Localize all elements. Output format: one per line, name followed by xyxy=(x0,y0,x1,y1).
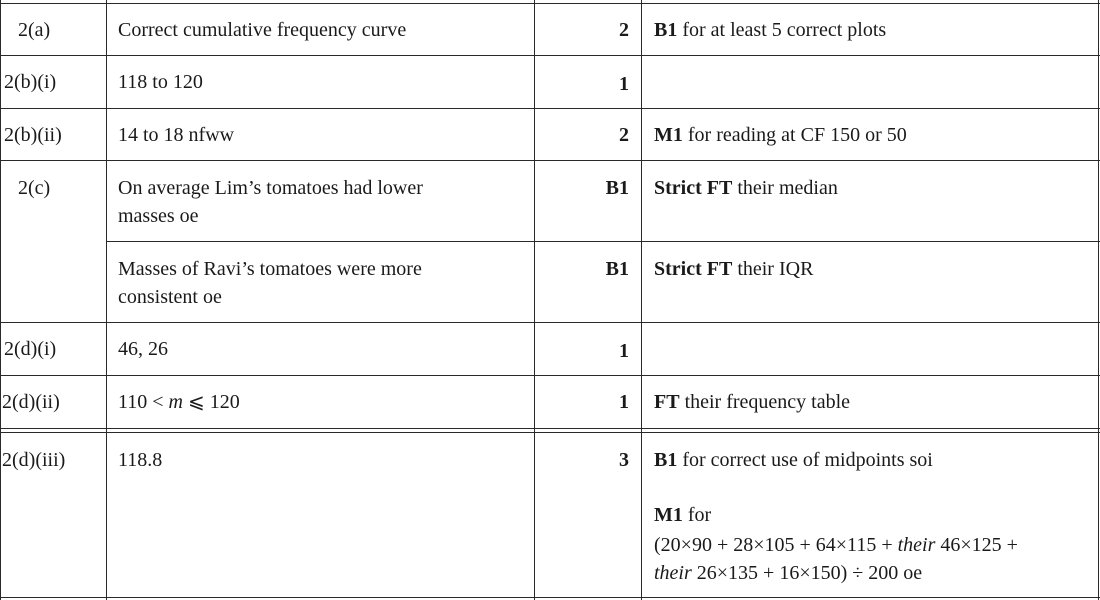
guidance-body: for at least 5 correct plots xyxy=(677,19,887,41)
guidance-text: FT their frequency table xyxy=(642,388,1098,416)
guidance-code: Strict FT xyxy=(654,177,733,199)
formula-their: their xyxy=(897,534,936,556)
mark-value: 1 xyxy=(619,340,629,362)
question-number: 2(d)(i) xyxy=(4,338,57,360)
answer-part: 110 < xyxy=(118,391,169,413)
question-number: 2(b)(ii) xyxy=(4,124,62,146)
guidance-body: their IQR xyxy=(732,258,814,280)
guidance-code: FT xyxy=(654,391,680,413)
guidance-body: their median xyxy=(732,177,838,199)
table-rule xyxy=(534,0,535,600)
table-rule xyxy=(0,0,1,600)
answer-line: On average Lim’s tomatoes had lower xyxy=(118,177,423,199)
answer-line: Masses of Ravi’s tomatoes were more xyxy=(118,258,422,280)
table-rule xyxy=(106,0,107,600)
formula-their: their xyxy=(654,562,692,584)
guidance-body: for correct use of midpoints soi xyxy=(677,449,933,471)
guidance-code: Strict FT xyxy=(654,258,733,280)
guidance-text: M1 for xyxy=(642,501,1098,529)
guidance-text: M1 for reading at CF 150 or 50 xyxy=(642,121,1098,149)
table-rule xyxy=(0,375,1100,376)
question-number: 2(a) xyxy=(18,19,51,41)
mark-value: B1 xyxy=(605,177,629,199)
guidance-text: Strict FT their IQR xyxy=(642,255,1098,283)
question-number: 2(c) xyxy=(18,177,51,199)
table-rule xyxy=(0,597,1100,598)
guidance-code: B1 xyxy=(654,19,678,41)
table-rule xyxy=(0,108,1100,109)
formula-part: 46×125 + xyxy=(935,534,1018,556)
table-rule xyxy=(0,428,1100,429)
table-rule xyxy=(641,0,642,600)
guidance-code: M1 xyxy=(654,504,683,526)
table-rule xyxy=(0,432,1100,433)
answer-text: 46, 26 xyxy=(118,338,168,360)
table-rule xyxy=(0,55,1100,56)
table-rule xyxy=(106,241,1100,242)
table-rule xyxy=(0,3,1100,4)
guidance-text: Strict FT their median xyxy=(642,174,1098,202)
guidance-text: B1 for correct use of midpoints soi xyxy=(642,446,1098,474)
table-rule xyxy=(0,160,1100,161)
answer-text: 118.8 xyxy=(118,449,163,471)
answer-text: 14 to 18 nfww xyxy=(118,124,235,146)
answer-line: consistent oe xyxy=(118,286,222,308)
answer-text: Masses of Ravi’s tomatoes were more cons… xyxy=(106,255,534,311)
guidance-body: for reading at CF 150 or 50 xyxy=(682,124,907,146)
mark-value: 2 xyxy=(619,19,629,41)
guidance-text: B1 for at least 5 correct plots xyxy=(642,16,1098,44)
guidance-formula: (20×90 + 28×105 + 64×115 + their 46×125 … xyxy=(642,531,1098,559)
guidance-code: B1 xyxy=(654,449,678,471)
question-number: 2(d)(iii) xyxy=(2,449,66,471)
mark-value: 1 xyxy=(619,391,629,413)
guidance-formula: their 26×135 + 16×150) ÷ 200 oe xyxy=(642,559,1098,587)
formula-part: (20×90 + 28×105 + 64×115 + xyxy=(654,534,898,556)
mark-value: 2 xyxy=(619,124,629,146)
answer-line: masses oe xyxy=(118,205,199,227)
answer-part: ⩽ 120 xyxy=(183,391,240,413)
answer-text: Correct cumulative frequency curve xyxy=(118,19,407,41)
question-number: 2(b)(i) xyxy=(4,71,57,93)
answer-variable: m xyxy=(168,391,183,413)
mark-value: 1 xyxy=(619,73,629,95)
formula-part: 26×135 + 16×150) ÷ 200 oe xyxy=(691,562,923,584)
question-number: 2(d)(ii) xyxy=(2,391,60,413)
mark-value: B1 xyxy=(605,258,629,280)
table-rule xyxy=(1098,0,1099,600)
guidance-code: M1 xyxy=(654,124,683,146)
table-rule xyxy=(0,322,1100,323)
answer-text: 110 < m ⩽ 120 xyxy=(106,388,534,416)
guidance-body: their frequency table xyxy=(679,391,851,413)
answer-text: 118 to 120 xyxy=(118,71,203,93)
answer-text: On average Lim’s tomatoes had lower mass… xyxy=(106,174,534,230)
mark-value: 3 xyxy=(619,449,629,471)
guidance-body: for xyxy=(682,504,712,526)
